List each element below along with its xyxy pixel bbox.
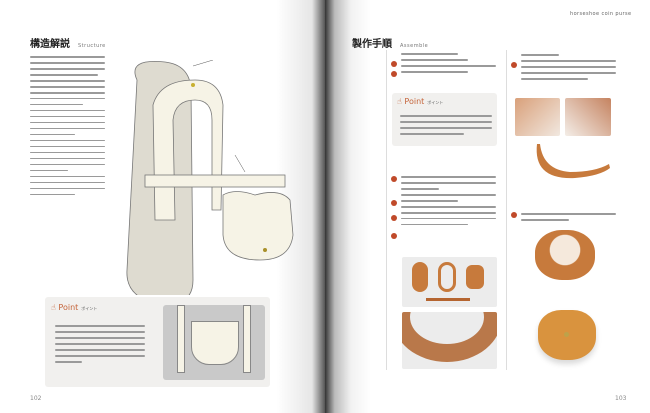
step-badge (391, 215, 397, 221)
point-text (400, 115, 492, 139)
step-badge (391, 176, 397, 182)
column-divider (506, 50, 507, 370)
photo-stitching-closeup (402, 312, 497, 369)
photo-stitching-edge (565, 98, 611, 136)
title-text: 製作手順 (352, 39, 392, 50)
page-number: 103 (615, 395, 627, 402)
photo-stitching-hands (515, 98, 560, 136)
point-sublabel: ポイント (427, 100, 444, 105)
body-text (30, 56, 105, 200)
point-diagram (163, 305, 265, 380)
step-text (401, 176, 496, 230)
point-sublabel: ポイント (81, 306, 98, 311)
hand-icon: ☝ (51, 303, 56, 312)
title-text: 構造解説 (30, 39, 70, 50)
step-badge (391, 200, 397, 206)
point-text (55, 325, 145, 367)
point-label: Point (58, 303, 79, 312)
step-badge (511, 212, 517, 218)
step-badge (391, 61, 397, 67)
page-title: 構造解説 Structure (30, 35, 106, 50)
point-label: Point (404, 97, 425, 106)
page-title: 製作手順 Assemble (352, 35, 428, 50)
page-number: 102 (30, 395, 42, 402)
step-text (521, 54, 616, 84)
photo-finished-purse (538, 310, 596, 360)
step-badge (391, 71, 397, 77)
photo-leather-parts (402, 257, 497, 307)
step-text (521, 213, 616, 225)
title-subtitle: Assemble (400, 43, 429, 49)
step-text (401, 53, 496, 77)
structure-diagram (126, 60, 294, 295)
hand-icon: ☝ (397, 97, 402, 106)
running-header: horseshoe coin purse (570, 11, 632, 17)
step-badge (511, 62, 517, 68)
photo-purse-frame (535, 230, 595, 280)
right-page: horseshoe coin purse 製作手順 Assemble ☝ Poin… (325, 0, 650, 413)
title-subtitle: Structure (78, 43, 106, 49)
step-badge (391, 233, 397, 239)
column-divider (386, 50, 387, 370)
photo-leather-strip (536, 144, 610, 179)
